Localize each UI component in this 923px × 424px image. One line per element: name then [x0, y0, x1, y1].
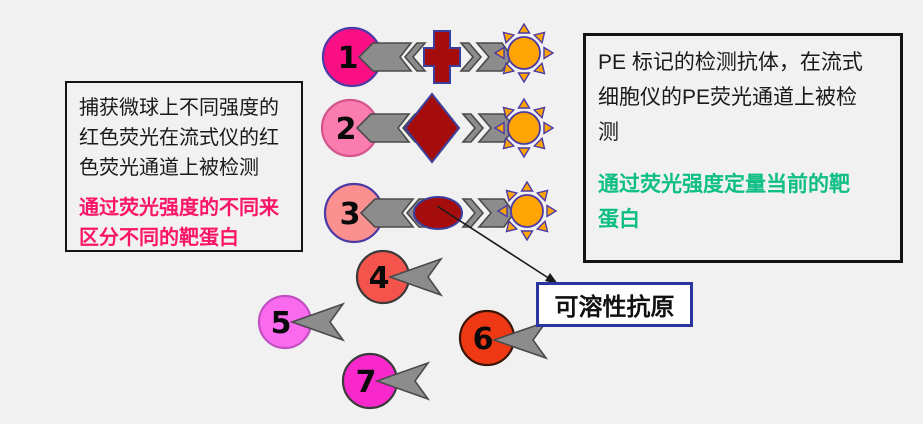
bead-number: 6: [473, 322, 494, 357]
capture-antibody-flag: [387, 257, 444, 297]
note-line: 捕获微球上不同强度的: [79, 97, 279, 119]
note-line: 测: [598, 121, 619, 144]
antigen-cross: [423, 30, 461, 84]
detection-antibody-chevron: [461, 198, 485, 228]
sun-ray: [505, 189, 519, 203]
highlight-line: 通过荧光强度定量当前的靶: [598, 173, 850, 196]
sun-core: [507, 111, 541, 145]
highlight-line: 蛋白: [598, 208, 640, 231]
sun-ray: [535, 219, 549, 233]
sun-ray: [502, 61, 516, 75]
capture-antibody-flag: [491, 320, 549, 360]
sun-ray: [532, 136, 546, 150]
capture-antibody-bar: [355, 113, 411, 143]
pe-channel-note-box: PE 标记的检测抗体，在流式 细胞仪的PE荧光通道上被检 测 通过荧光强度定量当…: [583, 33, 903, 263]
sun-ray: [520, 180, 534, 192]
pe-fluorophore-sun: [493, 22, 555, 84]
bead-number: 7: [356, 365, 377, 400]
bead-number: 1: [338, 41, 359, 76]
bead-number: 5: [271, 306, 292, 341]
note-line: 细胞仪的PE荧光通道上被检: [598, 86, 858, 109]
sun-ray: [502, 31, 516, 45]
free-bead-7: 7: [341, 352, 431, 410]
sun-ray: [517, 72, 531, 84]
sun-ray: [502, 136, 516, 150]
capture-antibody-flag: [374, 361, 431, 401]
highlight-line: 通过荧光强度的不同来: [79, 197, 279, 219]
antigen-diamond: [403, 92, 461, 164]
sun-ray: [543, 46, 555, 60]
sun-ray: [493, 121, 505, 135]
assay-row-3: 3: [323, 180, 558, 244]
sun-ray: [532, 106, 546, 120]
sun-ray: [517, 147, 531, 159]
free-bead-4: 4: [355, 249, 444, 305]
highlight-line: 区分不同的靶蛋白: [79, 227, 239, 249]
sun-ray: [543, 121, 555, 135]
sun-ray: [517, 22, 531, 34]
sun-ray: [532, 31, 546, 45]
antigen-ellipse: [413, 196, 463, 230]
note-line: 色荧光通道上被检测: [79, 157, 259, 179]
capture-antibody-bar: [357, 42, 413, 72]
sun-ray: [493, 46, 505, 60]
free-bead-6: 6: [458, 309, 549, 367]
sun-ray: [502, 106, 516, 120]
note-line: PE 标记的检测抗体，在流式: [598, 51, 863, 74]
detection-antibody-chevron: [461, 113, 485, 143]
sun-ray: [517, 97, 531, 109]
sun-ray: [496, 204, 508, 218]
pointer-arrowhead: [545, 273, 558, 284]
pointer-line: [436, 205, 551, 280]
capture-antibody-flag: [289, 302, 346, 342]
sun-ray: [520, 230, 534, 242]
sun-core: [510, 194, 544, 228]
capture-antibody-bar: [359, 198, 415, 228]
detection-antibody-chevron: [459, 42, 483, 72]
sun-ray: [546, 204, 558, 218]
capture-antibody-chevron: [403, 42, 427, 72]
sun-ray: [535, 189, 549, 203]
pe-fluorophore-sun: [493, 97, 555, 159]
bead-number: 3: [340, 197, 361, 232]
sun-core: [507, 36, 541, 70]
assay-row-1: 1: [321, 22, 555, 88]
pe-fluorophore-sun: [496, 180, 558, 242]
note-line: 红色荧光在流式仪的红: [79, 127, 279, 149]
assay-row-2: 2: [320, 92, 555, 164]
highlight-note: 通过荧光强度定量当前的靶 蛋白: [598, 167, 900, 237]
soluble-antigen-label: 可溶性抗原: [536, 282, 693, 327]
free-bead-5: 5: [257, 294, 346, 350]
red-channel-note-box: 捕获微球上不同强度的 红色荧光在流式仪的红 色荧光通道上被检测 通过荧光强度的不…: [65, 81, 303, 252]
bead-number: 2: [336, 112, 357, 147]
bead-number: 4: [369, 261, 390, 296]
soluble-antigen-pointer: [436, 205, 558, 284]
highlight-note: 通过荧光强度的不同来 区分不同的靶蛋白: [79, 193, 301, 253]
sun-ray: [532, 61, 546, 75]
soluble-antigen-label-text: 可溶性抗原: [554, 295, 675, 321]
sun-ray: [505, 219, 519, 233]
